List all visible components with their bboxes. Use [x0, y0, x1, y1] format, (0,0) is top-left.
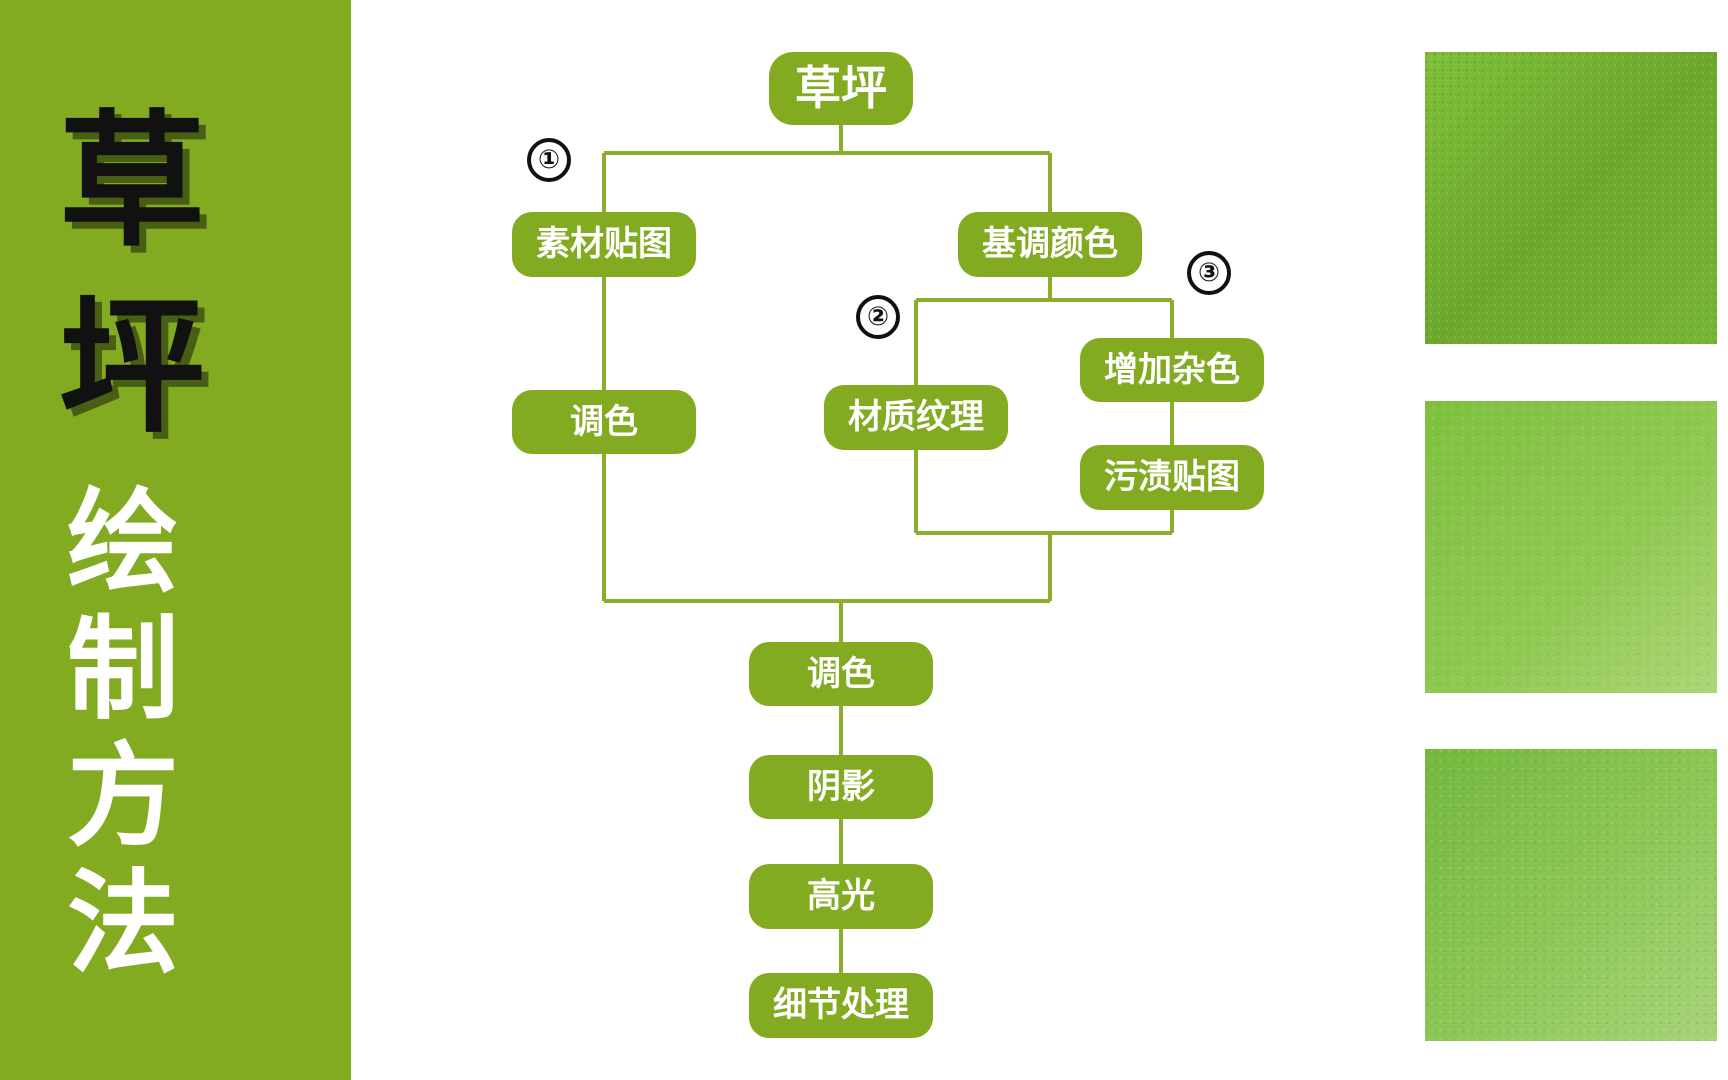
- node-shadow: 阴影: [749, 755, 933, 819]
- subtitle-char-2: 制: [67, 605, 179, 735]
- title-char-2: 坪: [59, 282, 205, 453]
- node-material-texture: 材质纹理: [824, 385, 1008, 450]
- subtitle-char-4: 法: [67, 859, 179, 989]
- subtitle-char-3: 方: [67, 732, 179, 862]
- node-color-grade-left: 调色: [512, 390, 696, 454]
- grass-swatch-2: [1425, 401, 1717, 693]
- grass-swatch-3: [1425, 749, 1717, 1041]
- node-root: 草坪: [769, 52, 913, 125]
- grass-gradient-image: [1425, 749, 1717, 1041]
- node-stain-map: 污渍贴图: [1080, 445, 1264, 510]
- node-texture-map: 素材贴图: [512, 212, 696, 277]
- marker-3: ③: [1187, 251, 1231, 295]
- grass-texture-image: [1425, 52, 1717, 344]
- marker-1: ①: [527, 138, 571, 182]
- node-add-noise: 增加杂色: [1080, 338, 1264, 402]
- title-banner: 草 坪 绘 制 方 法: [0, 0, 351, 1080]
- grass-gradient-image: [1425, 401, 1717, 693]
- grass-swatch-1: [1425, 52, 1717, 344]
- node-detail-processing: 细节处理: [749, 973, 933, 1038]
- node-highlight: 高光: [749, 864, 933, 929]
- banner-background: [0, 0, 351, 1080]
- title-char-1: 草: [59, 96, 205, 267]
- node-color-grade: 调色: [749, 642, 933, 706]
- marker-2: ②: [856, 295, 900, 339]
- subtitle-char-1: 绘: [67, 478, 179, 608]
- node-base-color: 基调颜色: [958, 212, 1142, 277]
